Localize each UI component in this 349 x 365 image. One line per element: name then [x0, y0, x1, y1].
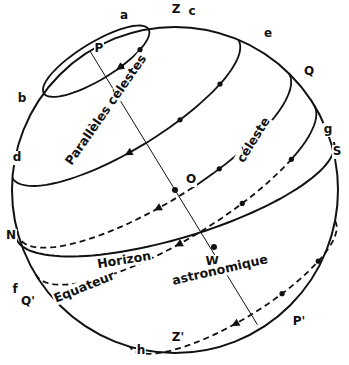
point-letter: S	[332, 145, 343, 158]
celestial-parallel	[130, 221, 337, 354]
point-letter: d	[12, 151, 23, 164]
center-point	[172, 187, 178, 193]
celestial-parallel	[19, 188, 193, 248]
star-dot	[240, 201, 245, 206]
region-label: Horizon	[95, 249, 153, 271]
star-dot	[119, 64, 124, 69]
point-letter: a	[119, 9, 129, 22]
point-letter: c	[187, 5, 196, 18]
region-label: astronomique	[170, 252, 270, 288]
west-point	[211, 244, 217, 250]
star-dot	[279, 291, 284, 296]
point-letter: g	[323, 123, 334, 136]
point-letter: Q	[303, 65, 315, 78]
celestial-equator	[291, 105, 316, 159]
celestial-parallel	[193, 73, 291, 187]
star-dot	[217, 81, 222, 86]
star-dot	[289, 157, 294, 162]
point-letter: N	[5, 229, 17, 242]
star-dot	[177, 117, 182, 122]
sphere-outline	[12, 27, 338, 353]
point-letter: b	[17, 92, 28, 105]
point-letter: P	[94, 42, 105, 55]
celestial-parallel	[12, 40, 240, 186]
arrowhead	[231, 319, 240, 326]
sphere-curves	[12, 26, 336, 354]
point-letter: Z'	[171, 331, 185, 344]
point-letter: Z	[171, 3, 182, 16]
region-label: Parallèles célestes	[62, 51, 150, 168]
star-dot	[217, 166, 222, 171]
point-letter: O	[185, 173, 197, 186]
region-label: Equateur	[51, 268, 118, 306]
region-label: céleste	[233, 114, 273, 166]
point-letter: h	[136, 344, 147, 357]
point-letter: e	[263, 27, 273, 40]
arrowhead	[154, 203, 163, 210]
arrowhead	[116, 62, 125, 70]
star-dot	[316, 259, 321, 264]
point-letter: Q'	[20, 295, 36, 308]
arrowhead	[125, 148, 134, 155]
point-letter: f	[11, 283, 18, 296]
point-letter: P'	[292, 315, 306, 328]
